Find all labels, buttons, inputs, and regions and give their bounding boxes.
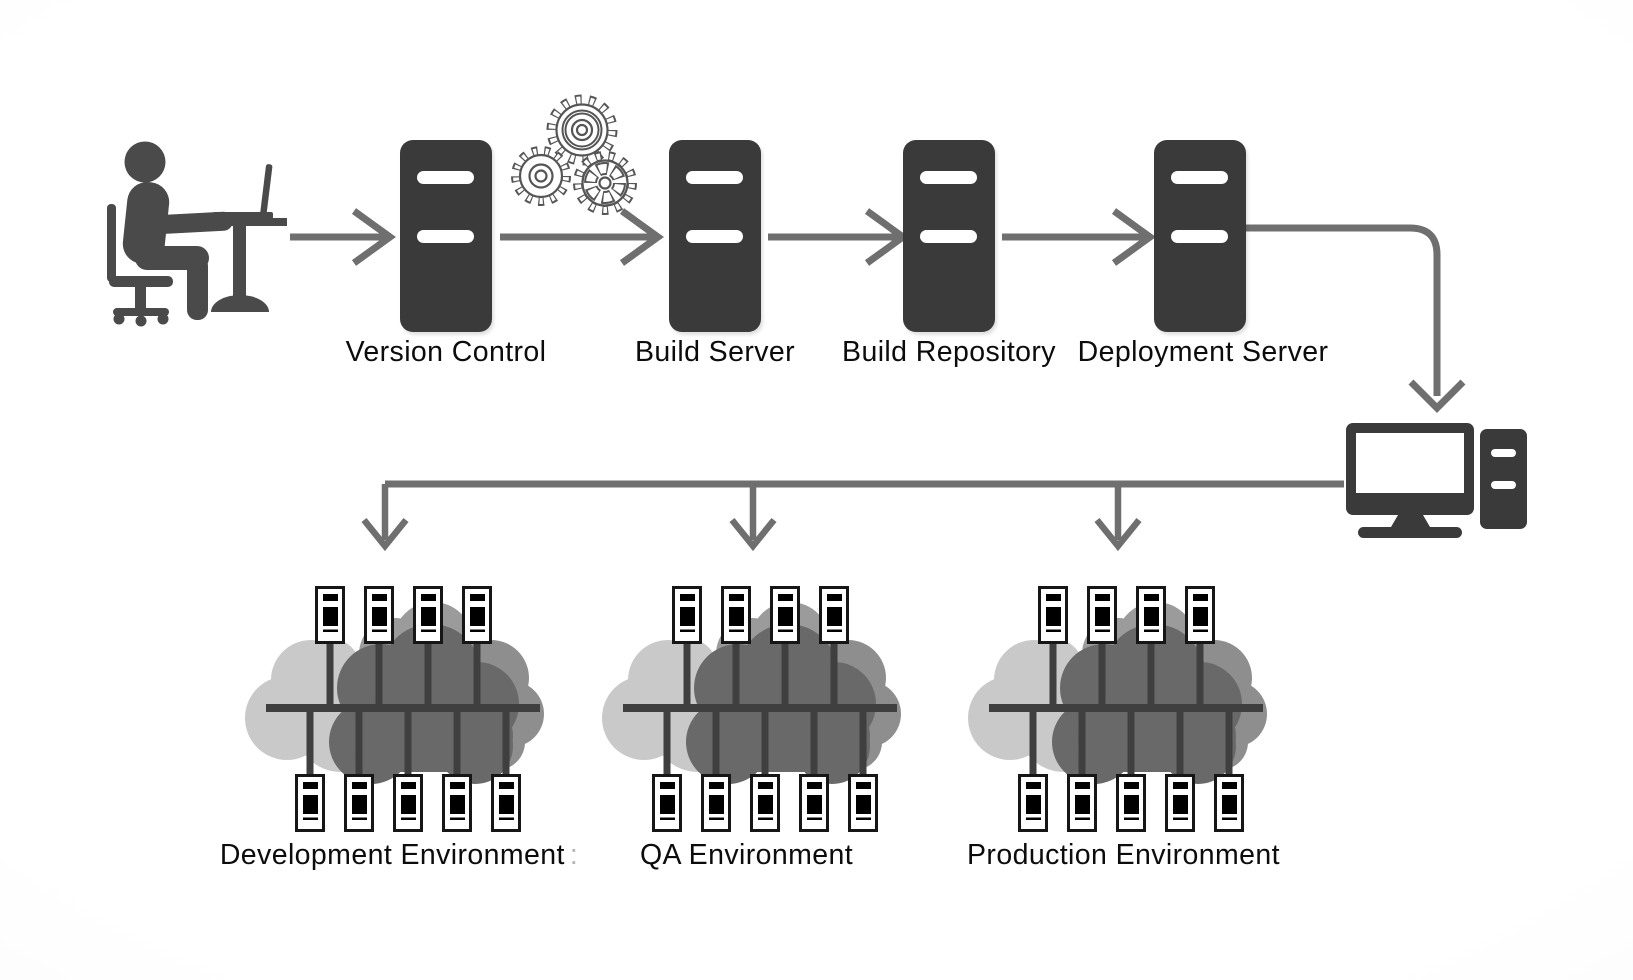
build-repository-server-icon: [903, 140, 995, 332]
env-label-text: Production Environment: [967, 839, 1280, 871]
desktop-computer-icon: [1346, 423, 1527, 538]
env-label-development: Development Environment:: [179, 839, 619, 872]
server-slot: [686, 171, 743, 184]
env-label-text: QA Environment: [639, 839, 854, 871]
arrow-deployment-server-to-workstation: [1246, 224, 1466, 413]
server-slot: [417, 230, 474, 243]
gears-icon: [511, 94, 637, 215]
arrow-version-control-to-build-server: [500, 208, 664, 266]
production-environment-cluster-icon: [976, 558, 1276, 850]
server-slot: [1171, 171, 1228, 184]
arrow-to-development-environment: [361, 484, 409, 552]
arrow-to-qa-environment: [729, 484, 777, 552]
env-label-text: Development Environment: [219, 839, 565, 871]
env-label-production: Production Environment: [906, 839, 1346, 872]
server-slot: [417, 171, 474, 184]
node-label-version-control: Version Control: [345, 336, 547, 368]
person-at-desk-with-laptop-icon: [107, 141, 287, 327]
server-slot: [920, 230, 977, 243]
gear-spoked: [573, 151, 637, 215]
gear-large: [546, 94, 618, 166]
arrow-to-production-environment: [1094, 484, 1142, 552]
node-label-build-server: Build Server: [634, 336, 796, 368]
qa-environment-cluster-icon: [610, 558, 910, 850]
server-slot: [920, 171, 977, 184]
arrow-developer-to-version-control: [290, 208, 396, 266]
server-slot: [1171, 230, 1228, 243]
arrow-build-repository-to-deployment-server: [1002, 208, 1156, 266]
env-label-trailing-mark: :: [569, 839, 579, 871]
server-slot: [686, 230, 743, 243]
deployment-server-icon: [1154, 140, 1246, 332]
env-label-qa: QA Environment: [529, 839, 969, 872]
build-server-icon: [669, 140, 761, 332]
node-label-build-repository: Build Repository: [842, 336, 1056, 368]
node-label-deployment-server: Deployment Server: [1077, 336, 1329, 368]
arrow-build-server-to-build-repository: [768, 208, 909, 266]
gear-medium: [511, 146, 571, 206]
version-control-server-icon: [400, 140, 492, 332]
development-environment-cluster-icon: [253, 558, 553, 850]
